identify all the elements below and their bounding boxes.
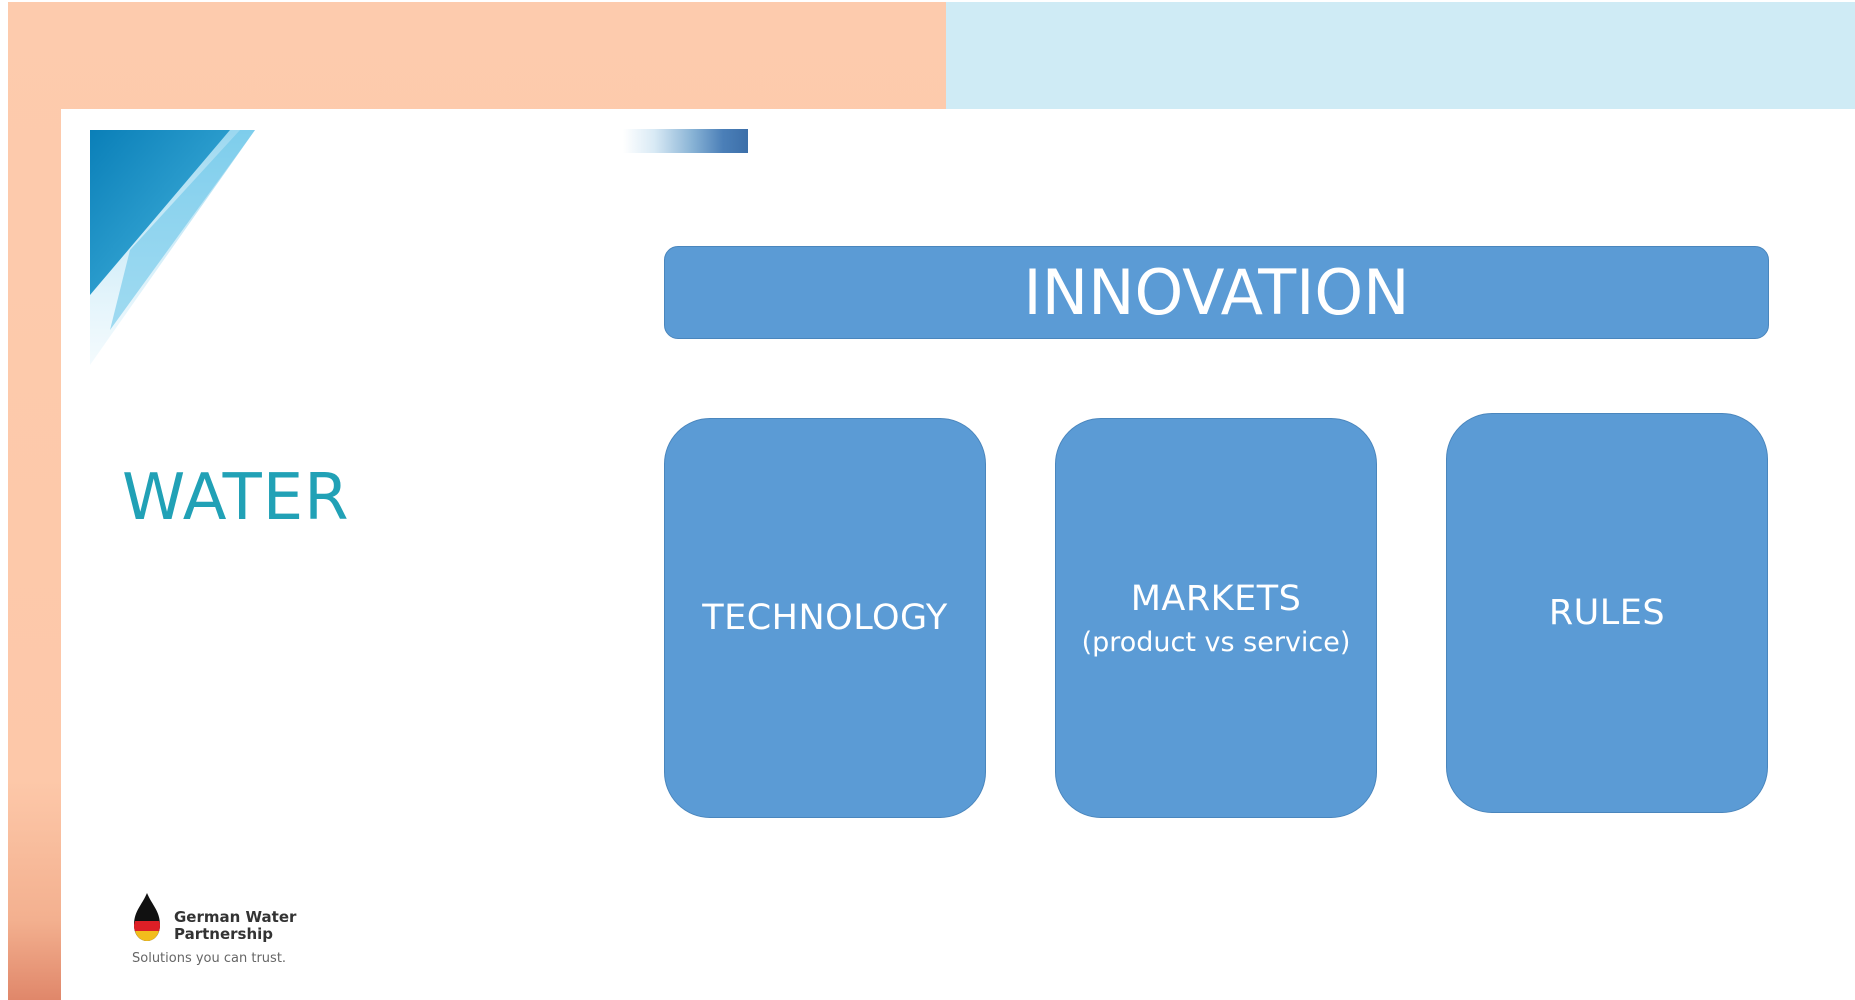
logo-name: German Water Partnership [174, 908, 297, 943]
markets-sublabel: (product vs service) [1081, 626, 1351, 658]
background-blue-panel [946, 2, 1855, 110]
rules-box: RULES [1446, 413, 1768, 813]
markets-label: MARKETS [1130, 578, 1302, 619]
markets-box: MARKETS (product vs service) [1055, 418, 1377, 818]
german-water-partnership-logo: German Water Partnership Solutions you c… [132, 893, 307, 973]
technology-box: TECHNOLOGY [664, 418, 986, 818]
rules-label: RULES [1548, 593, 1666, 633]
corner-triangle-graphic [90, 130, 255, 365]
innovation-label: INNOVATION [1023, 256, 1410, 329]
water-drop-icon [134, 893, 160, 941]
header-photo-strip [623, 129, 748, 153]
innovation-box: INNOVATION [664, 246, 1769, 339]
logo-tagline: Solutions you can trust. [132, 951, 287, 966]
technology-label: TECHNOLOGY [702, 598, 948, 638]
slide-title: WATER [122, 461, 350, 535]
